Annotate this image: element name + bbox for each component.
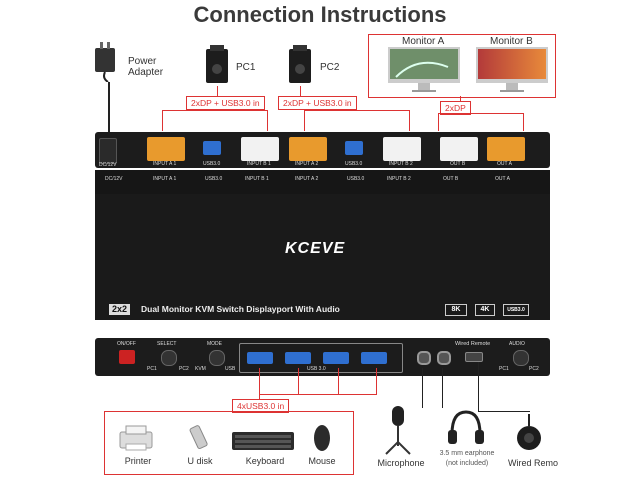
badge-4k: 4K [475,304,495,316]
kvm-top-surface: KCEVE 2x2 Dual Monitor KVM Switch Displa… [95,194,550,320]
dc-power-port[interactable] [99,138,117,164]
product-description: Dual Monitor KVM Switch Displayport With… [141,304,340,314]
pc2-connection-tag: 2xDP + USB3.0 in [278,96,357,110]
out-a-port[interactable] [487,137,525,161]
out-b-port[interactable] [440,137,478,161]
input-a2-port[interactable] [289,137,327,161]
brand-logo: KCEVE [285,240,346,257]
mode-kvm: KVM [195,366,206,372]
microphone-icon [378,404,418,456]
select-label: SELECT [157,341,177,347]
audio-pc1: PC1 [499,366,509,372]
audio-label: AUDIO [509,341,525,347]
power-adapter-label: Power Adapter [128,56,164,78]
out-b-label: OUT B [450,161,466,167]
wired-remote-device-label: Wired Remo [508,458,559,468]
input-b1-port[interactable] [241,137,279,161]
monitor-b-label: Monitor B [490,36,533,47]
onoff-label: ON/OFF [117,341,136,347]
input-b2-label: INPUT B 2 [389,161,413,167]
wired-remote-label: Wired Remote [455,341,491,347]
usb-input-tag: 4xUSB3.0 in [232,399,290,413]
input-b1-label: INPUT B 1 [247,161,271,167]
power-switch[interactable] [119,350,135,364]
monitor-b-icon [476,47,548,93]
strip-dc-label: DC/12V [105,176,123,182]
wired-remote-icon [514,414,544,454]
strip-out-a: OUT A [495,176,510,182]
dc-port-label: DC/12V [99,162,117,168]
front-usb-port-1[interactable] [247,352,273,364]
kvm-back-panel: DC/12V INPUT A 1 USB3.0 INPUT B 1 INPUT … [95,132,550,168]
udisk-label: U disk [187,456,213,466]
strip-out-b: OUT B [443,176,459,182]
audio-pc2: PC2 [529,366,539,372]
strip-in-b1: INPUT B 1 [245,176,269,182]
front-usb-port-4[interactable] [361,352,387,364]
pc1-connection-tag: 2xDP + USB3.0 in [186,96,265,110]
udisk-icon [184,424,214,452]
kvm-top-strip: DC/12V INPUT A 1 USB3.0 INPUT B 1 INPUT … [95,170,550,194]
pc1-tower-icon [205,45,231,85]
mode-usb: USB [225,366,236,372]
monitors-group [368,34,556,98]
input-a1-port[interactable] [147,137,185,161]
product-size-badge: 2x2 [109,304,131,315]
front-usb-port-3[interactable] [323,352,349,364]
usb1-port[interactable] [203,141,221,155]
usb1-label: USB3.0 [203,161,221,167]
select-pc2: PC2 [179,366,189,372]
front-usb-port-2[interactable] [285,352,311,364]
usb2-label: USB3.0 [345,161,363,167]
pc2-label: PC2 [320,62,340,73]
badge-8k: 8K [445,304,467,316]
printer-label: Printer [124,456,152,466]
mode-button[interactable] [209,350,225,366]
pc1-label: PC1 [236,62,256,73]
usb2-port[interactable] [345,141,363,155]
input-a1-label: INPUT A 1 [153,161,177,167]
page-title: Connection Instructions [193,2,447,27]
input-a2-label: INPUT A 2 [295,161,319,167]
usb-devices-group [104,411,354,475]
keyboard-icon [232,432,294,450]
strip-usb1: USB3.0 [205,176,223,182]
earphone-icon [446,408,486,448]
monitor-a-icon [388,47,460,93]
power-adapter-icon [92,42,122,83]
earphone-note: (not included) [445,460,489,467]
select-button[interactable] [161,350,177,366]
strip-in-a2: INPUT A 2 [295,176,319,182]
monitor-a-label: Monitor A [402,36,445,47]
wired-remote-port[interactable] [465,352,483,362]
mouse-icon [312,424,332,452]
input-b2-port[interactable] [383,137,421,161]
pc2-tower-icon [288,45,314,85]
output-connection-tag: 2xDP [440,101,471,115]
earphone-label: 3.5 mm earphone [439,450,495,457]
usb30-label: USB 3.0 [307,366,326,372]
mouse-label: Mouse [308,456,336,466]
out-a-label: OUT A [497,161,512,167]
audio-button[interactable] [513,350,529,366]
earphone-jack[interactable] [437,351,451,365]
strip-usb2: USB3.0 [347,176,365,182]
front-usb-group [239,343,403,373]
strip-in-b2: INPUT B 2 [387,176,411,182]
badge-usb3: USB3.0 [503,304,529,316]
printer-icon [118,424,154,452]
strip-in-a1: INPUT A 1 [153,176,177,182]
mic-jack[interactable] [417,351,431,365]
keyboard-label: Keyboard [245,456,285,466]
microphone-label: Microphone [377,458,425,468]
select-pc1: PC1 [147,366,157,372]
kvm-front-panel: ON/OFF SELECT PC1 PC2 MODE KVM USB USB 3… [95,338,550,376]
mode-label: MODE [207,341,222,347]
